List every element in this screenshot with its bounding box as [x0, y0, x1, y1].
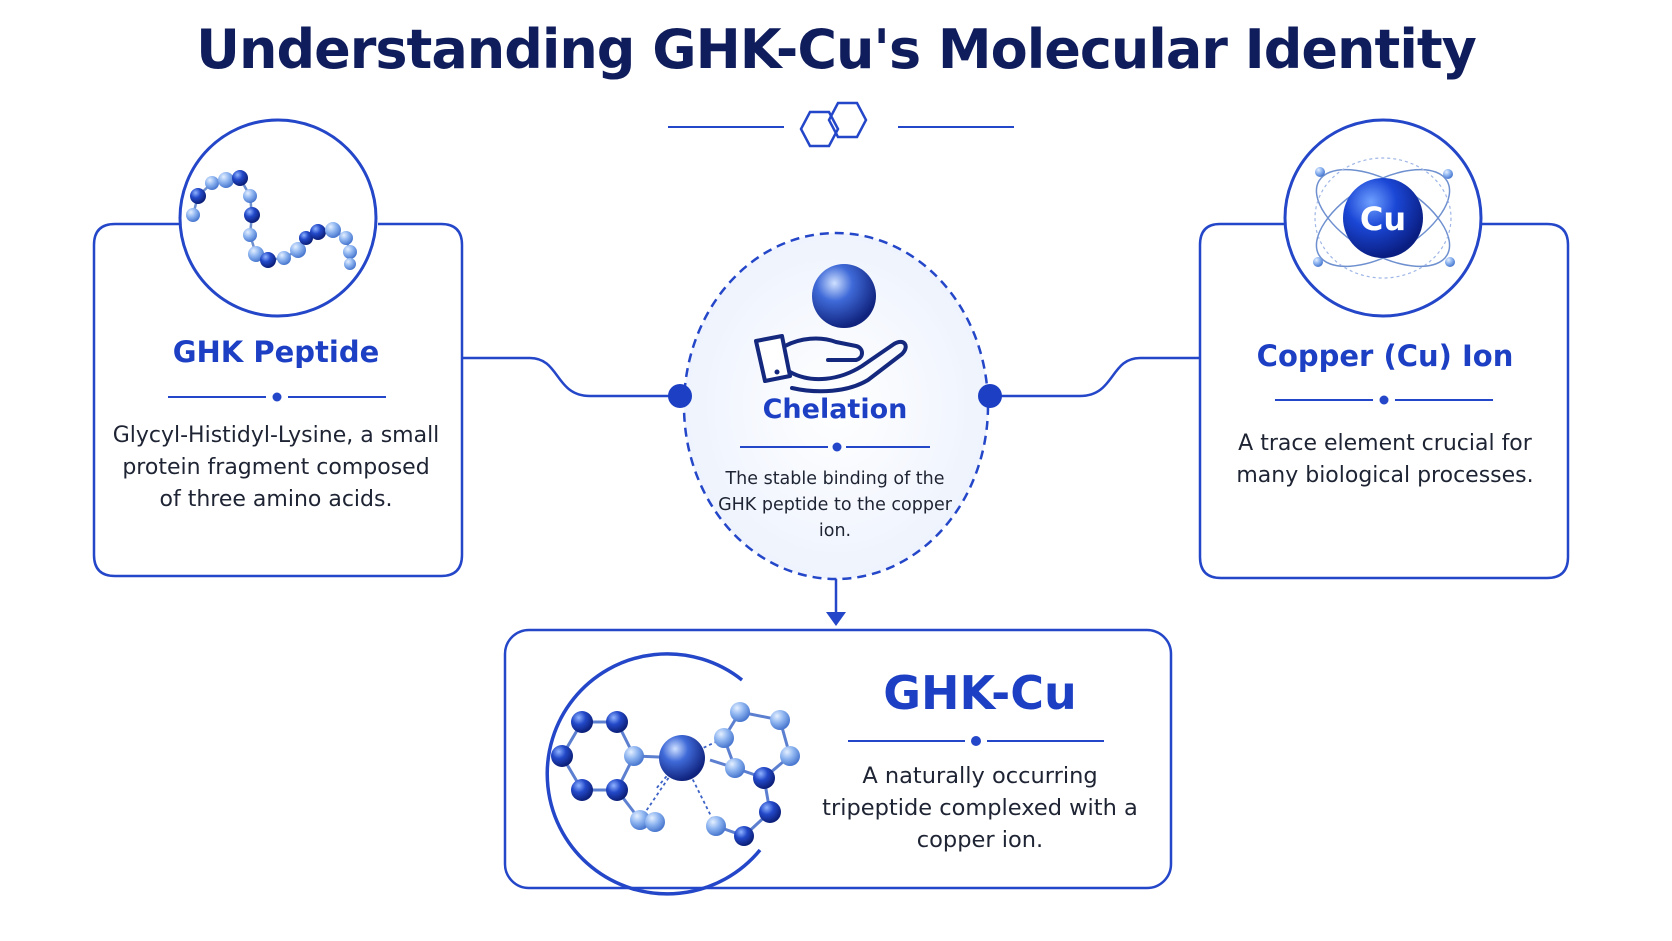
page-title: Understanding GHK-Cu's Molecular Identit… — [196, 18, 1477, 81]
connector-lines — [462, 356, 1200, 626]
ghk-cu-description: A naturally occurring tripeptide complex… — [822, 763, 1138, 853]
chelation-card — [668, 231, 1002, 581]
ghk-peptide-title: GHK Peptide — [172, 335, 380, 369]
hand-holding-sphere-icon — [754, 264, 908, 394]
copper-symbol: Cu — [1360, 200, 1406, 238]
ghk-peptide-description: Glycyl-Histidyl-Lysine, a small protein … — [112, 423, 440, 512]
copper-ion-description: A trace element crucial for many biologi… — [1236, 431, 1534, 488]
copper-ion-title: Copper (Cu) Ion — [1256, 339, 1514, 373]
ghk-cu-title: GHK-Cu — [883, 666, 1077, 720]
chelation-description: The stable binding of the GHK peptide to… — [718, 469, 952, 541]
chelation-title: Chelation — [762, 394, 908, 425]
hexagon-icon — [827, 101, 868, 139]
hexagon-icon — [799, 110, 840, 148]
copper-ion-card: Cu — [1198, 118, 1570, 580]
title-divider — [668, 101, 1014, 148]
peptide-chain-icon — [186, 170, 357, 270]
ghk-cu-complex-icon — [545, 652, 800, 896]
ghk-peptide-card — [92, 118, 464, 578]
ghk-cu-card — [503, 628, 1173, 896]
copper-atom-icon — [1313, 157, 1455, 279]
